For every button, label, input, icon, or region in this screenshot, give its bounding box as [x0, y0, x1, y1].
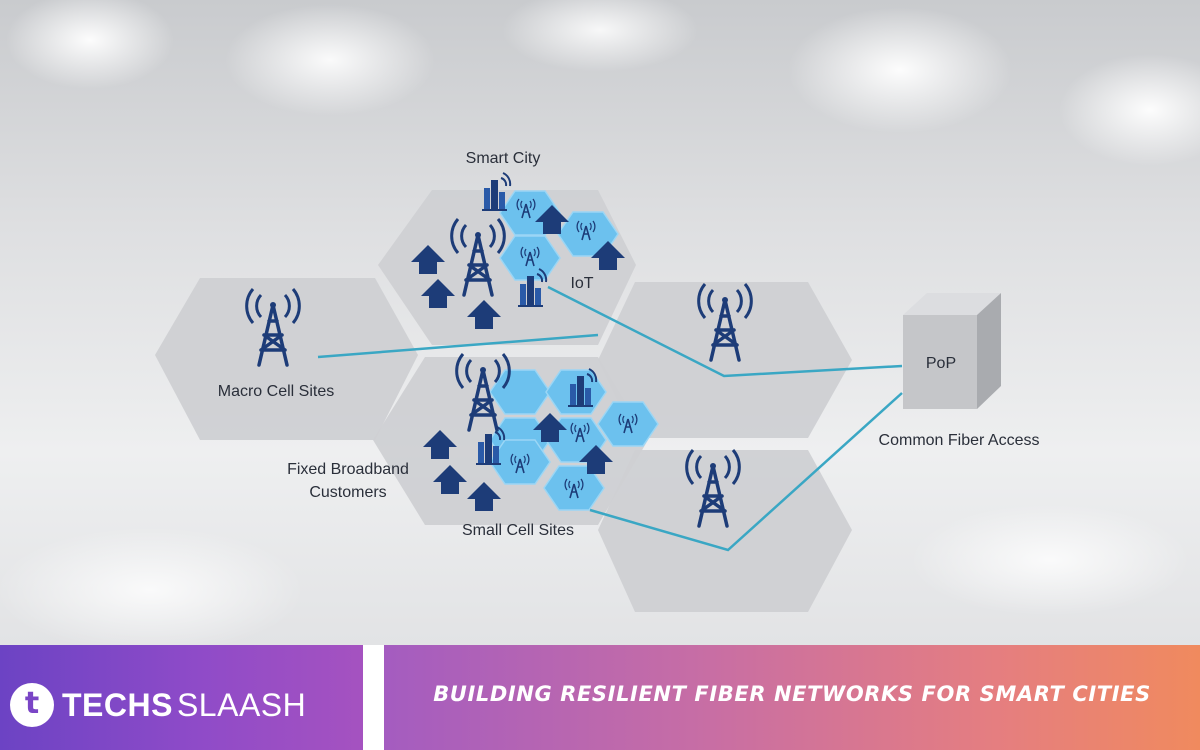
logo-text-bold: TECHS	[62, 686, 173, 723]
footer-headline-panel: BUILDING RESILIENT FIBER NETWORKS FOR SM…	[384, 645, 1200, 750]
fiber-lines	[317, 285, 903, 552]
hex-right-top	[598, 282, 852, 438]
logo-text-light: SLAASH	[176, 686, 307, 723]
small-cell-sites-label: Small Cell Sites	[462, 522, 574, 539]
macro-cell-sites-label: Macro Cell Sites	[218, 383, 334, 400]
footer-brand-panel: t TECHS SLAASH	[0, 645, 363, 750]
fiber-network-diagram: Smart City IoT Macro Cell Sites Fixed Br…	[155, 150, 1040, 612]
common-fiber-access-label: Common Fiber Access	[879, 432, 1040, 449]
site-logo[interactable]: t TECHS SLAASH	[10, 683, 306, 727]
article-headline: BUILDING RESILIENT FIBER NETWORKS FOR SM…	[433, 681, 1151, 706]
fixed-broadband-label-line2: Customers	[309, 484, 386, 501]
logo-badge-icon: t	[10, 683, 54, 727]
logo-letter: t	[24, 686, 40, 721]
smart-city-label: Smart City	[466, 150, 541, 167]
pop-label: PoP	[926, 355, 956, 372]
footer-divider	[363, 645, 384, 750]
iot-label: IoT	[570, 275, 593, 292]
pop-box	[903, 293, 1001, 409]
hex-right-bottom	[598, 450, 852, 612]
fixed-broadband-label-line1: Fixed Broadband	[287, 461, 409, 478]
